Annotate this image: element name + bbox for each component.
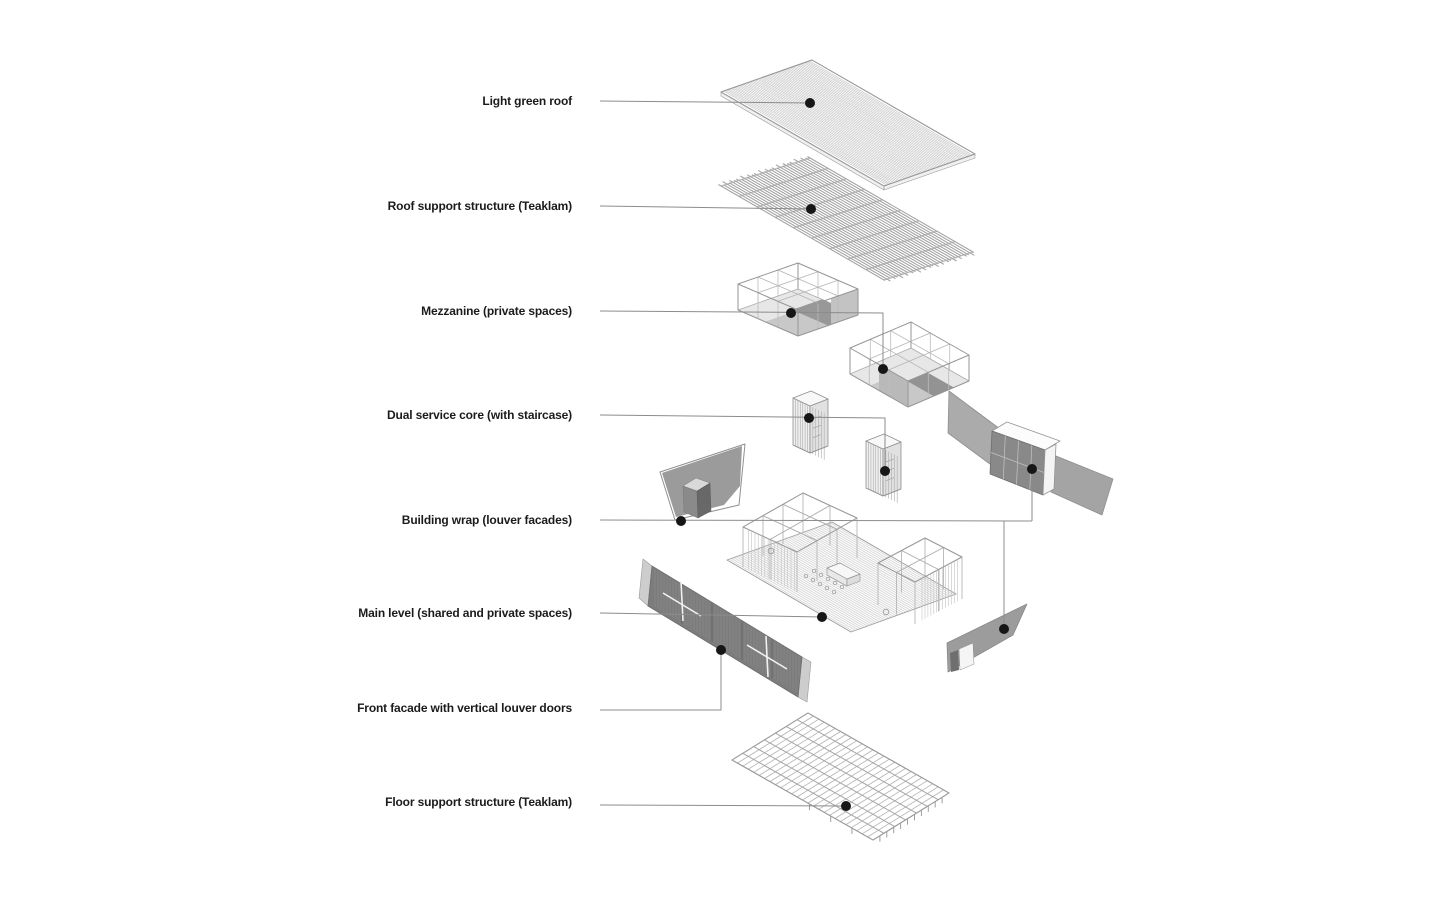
label-floor-support: Floor support structure (Teaklam): [385, 795, 572, 809]
label-main-level: Main level (shared and private spaces): [358, 606, 572, 620]
marker-dot: [806, 204, 816, 214]
leader-mezzanine: [599, 308, 888, 374]
mezzanine-illustration: [737, 262, 970, 408]
leader-main-level: [599, 612, 827, 622]
leader-roof-support: [599, 204, 816, 214]
main-level-illustration: [726, 492, 963, 633]
label-mezzanine: Mezzanine (private spaces): [421, 304, 572, 318]
marker-dot: [716, 645, 726, 655]
marker-dot: [999, 624, 1009, 634]
leader-floor-support: [599, 801, 851, 811]
label-light-green-roof: Light green roof: [482, 94, 572, 108]
marker-dot: [1027, 464, 1037, 474]
floor-support-illustration: [731, 712, 950, 842]
leader-front-facade: [600, 645, 726, 711]
label-roof-support: Roof support structure (Teaklam): [387, 199, 572, 213]
roof-illustration: [720, 59, 976, 191]
leader-building-wrap: [599, 464, 1037, 634]
marker-dot: [805, 98, 815, 108]
service-core-illustration: [792, 390, 902, 503]
marker-dot: [817, 612, 827, 622]
front-facade-illustration: [638, 558, 812, 703]
building-wrap-illustration: [659, 390, 1114, 673]
label-building-wrap: Building wrap (louver facades): [401, 513, 572, 527]
roof-support-illustration: [718, 156, 975, 282]
marker-dot: [841, 801, 851, 811]
marker-dot: [880, 466, 890, 476]
marker-dot: [804, 413, 814, 423]
leader-lines: [599, 98, 1037, 811]
marker-dot: [786, 308, 796, 318]
leader-light-green-roof: [599, 98, 815, 108]
label-front-facade: Front facade with vertical louver doors: [357, 701, 572, 715]
label-dual-service-core: Dual service core (with staircase): [387, 408, 572, 422]
marker-dot: [676, 516, 686, 526]
marker-dot: [878, 364, 888, 374]
leader-dual-service-core: [599, 413, 890, 476]
